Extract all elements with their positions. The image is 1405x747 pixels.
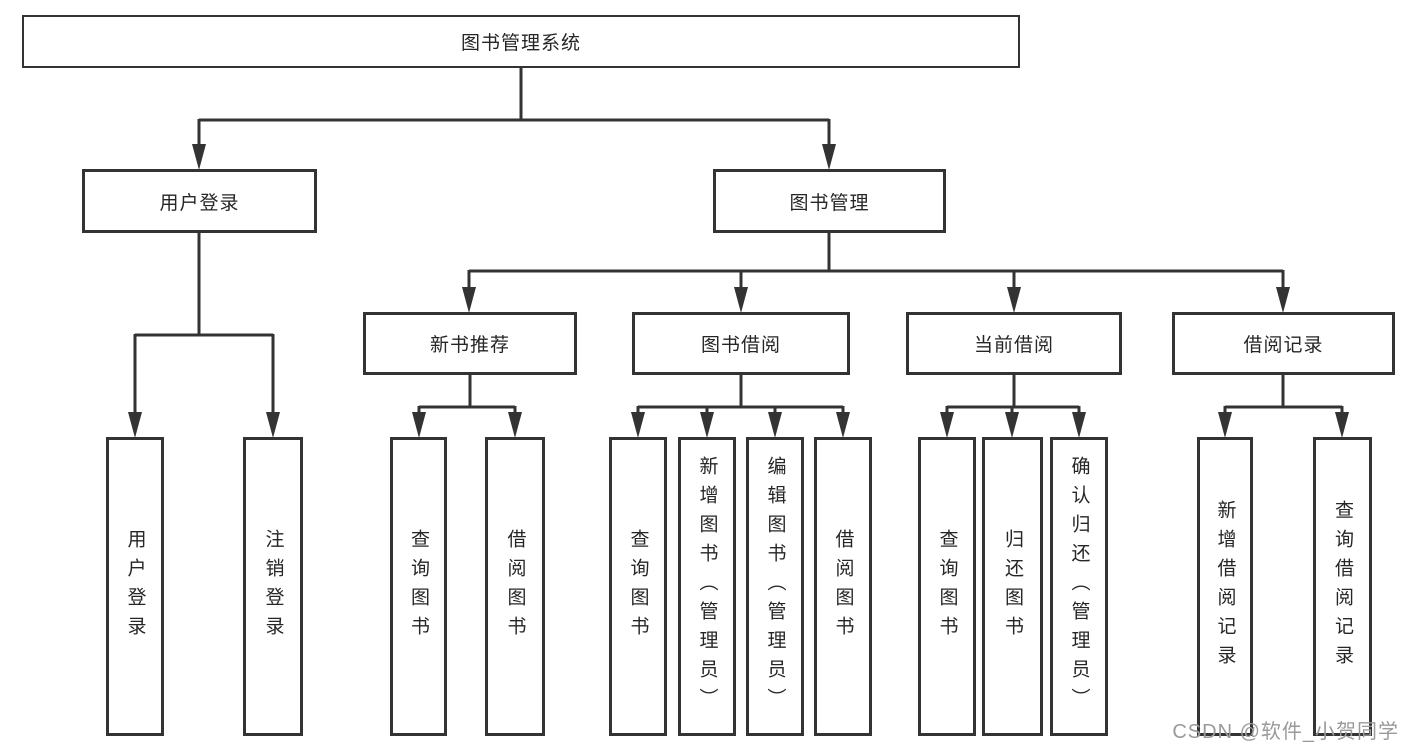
leaf-query-borrow-record: 查询借阅记录 bbox=[1313, 437, 1372, 736]
csdn-watermark: CSDN @软件_小贺同学 bbox=[1172, 721, 1399, 743]
leaf-query-books-borrow: 查询图书 bbox=[609, 437, 667, 736]
leaf-add-borrow-record: 新增借阅记录 bbox=[1197, 437, 1253, 736]
leaf-label: 查询图书 bbox=[627, 528, 649, 645]
leaf-confirm-return-admin: 确认归还（管理员） bbox=[1050, 437, 1108, 736]
leaf-label: 查询借阅记录 bbox=[1332, 499, 1353, 674]
leaf-borrow-books: 借阅图书 bbox=[814, 437, 872, 736]
leaf-query-books-current: 查询图书 bbox=[918, 437, 976, 736]
leaf-label: 确认归还（管理员） bbox=[1068, 456, 1090, 717]
leaf-label: 归还图书 bbox=[1002, 528, 1023, 645]
leaf-label: 新增借阅记录 bbox=[1214, 499, 1236, 674]
node-library-management-system: 图书管理系统 bbox=[22, 15, 1020, 68]
node-user-login: 用户登录 bbox=[82, 169, 317, 233]
leaf-label: 用户登录 bbox=[124, 528, 146, 645]
node-label: 图书借阅 bbox=[700, 335, 781, 356]
node-new-book-recommendation: 新书推荐 bbox=[363, 312, 577, 375]
node-label: 借阅记录 bbox=[1243, 335, 1324, 356]
leaf-return-books: 归还图书 bbox=[982, 437, 1043, 736]
leaf-label: 查询图书 bbox=[408, 528, 429, 645]
node-borrowing-records: 借阅记录 bbox=[1172, 312, 1395, 375]
leaf-borrow-books-recommend: 借阅图书 bbox=[485, 437, 545, 736]
leaf-query-books-recommend: 查询图书 bbox=[390, 437, 447, 736]
node-current-borrowing: 当前借阅 bbox=[906, 312, 1122, 375]
node-book-borrowing: 图书借阅 bbox=[632, 312, 850, 375]
leaf-user-login: 用户登录 bbox=[106, 437, 164, 736]
leaf-label: 查询图书 bbox=[936, 528, 958, 645]
leaf-edit-books-admin: 编辑图书（管理员） bbox=[746, 437, 804, 736]
leaf-label: 借阅图书 bbox=[504, 528, 526, 645]
node-label: 用户登录 bbox=[159, 192, 240, 214]
node-label: 图书管理 bbox=[789, 192, 870, 214]
leaf-label: 编辑图书（管理员） bbox=[764, 456, 786, 717]
leaf-label: 注销登录 bbox=[262, 528, 284, 645]
leaf-add-books-admin: 新增图书（管理员） bbox=[678, 437, 736, 736]
node-book-management: 图书管理 bbox=[713, 169, 946, 233]
leaf-label: 新增图书（管理员） bbox=[696, 456, 718, 717]
leaf-label: 借阅图书 bbox=[832, 528, 854, 645]
node-label: 当前借阅 bbox=[973, 335, 1054, 356]
node-label: 图书管理系统 bbox=[460, 33, 581, 54]
leaf-logout: 注销登录 bbox=[243, 437, 303, 736]
node-label: 新书推荐 bbox=[429, 335, 510, 356]
